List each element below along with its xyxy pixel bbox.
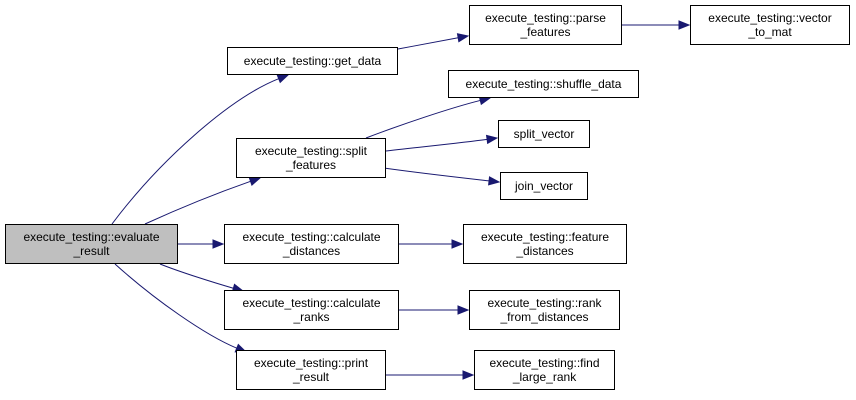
edge-evaluate-result-to-split-features [144,180,251,225]
node-label: execute_testing::feature [480,230,610,244]
edge-split-features-to-join-vector [369,165,490,182]
node-vector-to-mat[interactable]: execute_testing::vector_to_mat [690,5,850,45]
node-parse-features[interactable]: execute_testing::parse_features [469,5,622,45]
node-label: execute_testing::get_data [243,54,382,68]
node-label: execute_testing::rank [487,296,602,310]
arrowhead-icon [276,74,290,84]
arrowhead-icon [678,20,691,30]
arrowhead-icon [451,239,464,249]
node-get-data[interactable]: execute_testing::get_data [227,47,398,75]
edge-split-features-to-shuffle-data [365,99,481,139]
node-label-continuation: _distances [516,244,574,258]
node-label-continuation: _large_rank [512,370,577,384]
node-label-continuation: _from_distances [500,310,589,324]
node-join-vector[interactable]: join_vector [500,172,588,200]
arrowhead-icon [462,370,475,380]
node-label: split_vector [513,127,575,141]
node-label-continuation: _result [73,244,110,258]
node-label: execute_testing::evaluate [23,230,160,244]
node-label-continuation: _result [292,370,330,384]
arrowhead-icon [248,176,262,186]
node-print-result[interactable]: execute_testing::print_result [236,350,386,390]
node-label: join_vector [514,179,574,193]
node-label: execute_testing::find [489,356,600,370]
node-label-continuation: _distances [282,244,341,258]
node-evaluate-result[interactable]: execute_testing::evaluate_result [5,224,178,264]
node-label: execute_testing::vector [708,11,832,25]
node-label: execute_testing::parse [485,11,606,25]
node-label-continuation: _features [285,158,337,172]
node-label: execute_testing::split [254,144,368,158]
node-label: execute_testing::shuffle_data [465,77,622,91]
arrowhead-icon [456,33,470,43]
edge-get-data-to-parse-features [397,37,459,50]
node-calculate-distances[interactable]: execute_testing::calculate_distances [224,224,399,264]
node-split-vector[interactable]: split_vector [498,120,590,148]
node-label: execute_testing::calculate [242,296,381,310]
arrowhead-icon [485,134,499,145]
edge-evaluate-result-to-print-result [114,263,237,349]
node-shuffle-data[interactable]: execute_testing::shuffle_data [448,70,639,98]
node-label-continuation: _ranks [293,310,330,324]
node-find-large-rank[interactable]: execute_testing::find_large_rank [474,350,615,390]
edge-evaluate-result-to-get-data [111,78,279,225]
node-feature-distances[interactable]: execute_testing::feature_distances [463,224,627,264]
edge-evaluate-result-to-calculate-ranks [159,263,234,289]
node-split-features[interactable]: execute_testing::split_features [236,138,386,178]
node-rank-from-distances[interactable]: execute_testing::rank_from_distances [469,290,620,330]
node-label: execute_testing::calculate [242,230,381,244]
node-label-continuation: _to_mat [748,25,792,39]
arrowhead-icon [212,239,225,249]
node-label-continuation: _features [520,25,571,39]
node-calculate-ranks[interactable]: execute_testing::calculate_ranks [224,290,399,330]
node-label: execute_testing::print [253,356,369,370]
arrowhead-icon [488,176,501,186]
arrowhead-icon [457,305,470,315]
edge-split-features-to-split-vector [385,138,488,152]
